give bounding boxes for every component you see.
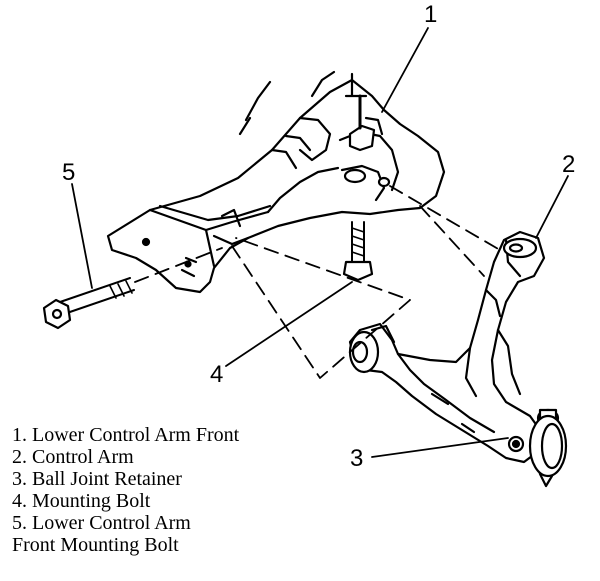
parts-legend: 1. Lower Control Arm Front 2. Control Ar… xyxy=(12,424,239,556)
callout-2: 2 xyxy=(562,151,575,178)
leader-lines xyxy=(71,27,569,458)
leader-5 xyxy=(71,183,93,289)
legend-item-5: 5. Lower Control Arm xyxy=(12,512,191,534)
mounting-bolt xyxy=(342,221,374,282)
front-mounting-bolt xyxy=(42,277,135,330)
leader-1 xyxy=(381,27,429,113)
leader-2 xyxy=(535,175,569,239)
lower-control-arm xyxy=(348,230,568,488)
crossmember xyxy=(106,70,446,294)
alignment-lines xyxy=(134,185,501,379)
legend-item-4: 4. Mounting Bolt xyxy=(12,490,151,512)
leader-3 xyxy=(371,437,509,458)
callout-1: 1 xyxy=(424,1,437,28)
legend-item-3: 3. Ball Joint Retainer xyxy=(12,468,182,490)
legend-item-5-continued: Front Mounting Bolt xyxy=(12,534,179,556)
legend-item-1: 1. Lower Control Arm Front xyxy=(12,424,240,446)
callout-3: 3 xyxy=(350,445,363,472)
callout-5: 5 xyxy=(62,159,75,186)
leader-4 xyxy=(225,281,353,367)
callout-4: 4 xyxy=(210,361,223,388)
legend-item-2: 2. Control Arm xyxy=(12,446,134,468)
